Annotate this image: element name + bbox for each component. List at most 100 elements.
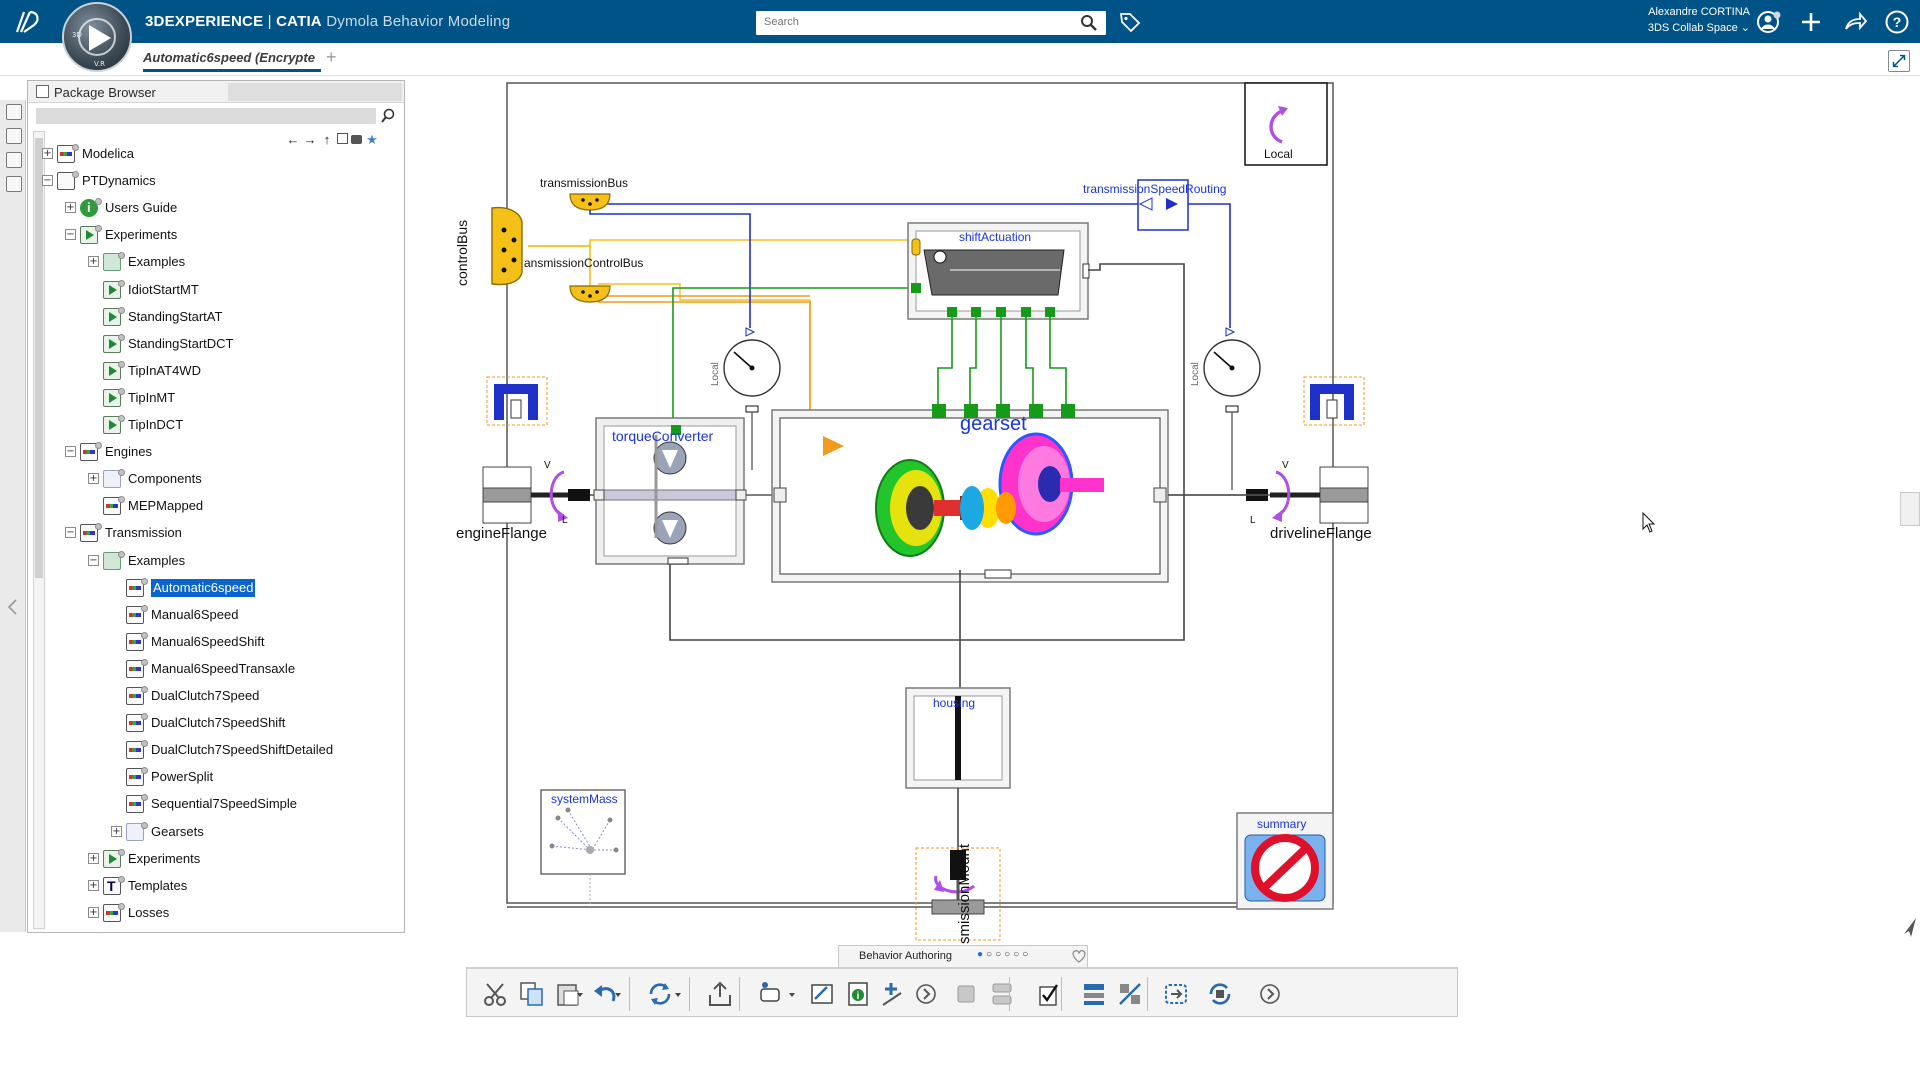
library-icon[interactable] bbox=[351, 135, 362, 144]
right-panel-toggle[interactable] bbox=[1900, 492, 1920, 526]
transmission-mount-body[interactable] bbox=[950, 850, 966, 880]
system-mass-block[interactable] bbox=[540, 789, 626, 875]
split-icon[interactable] bbox=[987, 979, 1017, 1009]
share-icon[interactable] bbox=[705, 979, 735, 1009]
scrollbar-thumb[interactable] bbox=[35, 138, 43, 578]
user-info[interactable]: Alexandre CORTINA 3DS Collab Space ⌄ bbox=[1620, 4, 1750, 36]
compare-icon[interactable] bbox=[1115, 979, 1145, 1009]
check-icon[interactable] bbox=[1033, 979, 1063, 1009]
home-icon[interactable] bbox=[337, 133, 348, 144]
package-browser-title: Package Browser bbox=[54, 85, 156, 100]
simulate-icon[interactable] bbox=[1079, 979, 1109, 1009]
wire-blue-3 bbox=[1178, 203, 1231, 328]
share-icon[interactable] bbox=[1842, 9, 1868, 35]
tree-item-label: DualClutch7SpeedShift bbox=[151, 715, 286, 731]
back-icon[interactable]: ← bbox=[286, 132, 300, 147]
insert-component-icon[interactable] bbox=[755, 979, 785, 1009]
lock-icon bbox=[118, 333, 125, 341]
search-bar[interactable] bbox=[756, 11, 1106, 35]
workbench-selector[interactable]: Behavior Authoring ●○○○○○ bbox=[838, 945, 1088, 967]
driveline-mount-icon[interactable] bbox=[1310, 384, 1354, 420]
wire-yellow-2 bbox=[528, 245, 591, 296]
speed-sensor-left[interactable] bbox=[723, 327, 781, 470]
expand-icon[interactable]: + bbox=[88, 879, 99, 891]
copy-icon[interactable] bbox=[517, 979, 547, 1009]
paste-icon[interactable] bbox=[553, 979, 583, 1009]
search-input[interactable] bbox=[764, 11, 1074, 33]
tab-automatic6speed[interactable]: Automatic6speed (Encrypte bbox=[143, 50, 321, 72]
lock-icon bbox=[141, 713, 148, 721]
scissors-icon[interactable] bbox=[481, 979, 511, 1009]
local-box[interactable] bbox=[1244, 82, 1328, 166]
package-filter-input[interactable] bbox=[36, 108, 376, 124]
wire-blue-2 bbox=[589, 198, 1138, 205]
dropdown-arrow-icon[interactable] bbox=[615, 993, 621, 997]
forward-icon[interactable]: → bbox=[303, 132, 317, 147]
engine-l-label: L bbox=[562, 515, 568, 526]
collab-space-selector[interactable]: 3DS Collab Space ⌄ bbox=[1620, 20, 1750, 36]
user-avatar-icon[interactable] bbox=[1756, 9, 1782, 35]
dropdown-arrow-icon[interactable] bbox=[675, 993, 681, 997]
options-icon[interactable] bbox=[1161, 979, 1191, 1009]
engine-mount-icon[interactable] bbox=[494, 384, 538, 420]
collapse-icon[interactable]: − bbox=[65, 446, 76, 458]
info-doc-icon[interactable]: i bbox=[843, 979, 873, 1009]
package-scrollbar[interactable] bbox=[33, 131, 45, 929]
heart-icon[interactable] bbox=[1070, 947, 1088, 965]
dropdown-arrow-icon[interactable] bbox=[789, 993, 795, 997]
section-dots[interactable]: ●○○○○○ bbox=[977, 949, 1032, 960]
compass-widget[interactable]: 3D V.R bbox=[62, 2, 132, 72]
collapse-icon[interactable]: − bbox=[65, 527, 76, 539]
new-tab-button[interactable]: + bbox=[326, 47, 337, 67]
collapse-icon[interactable]: − bbox=[88, 554, 99, 566]
collapse-icon[interactable]: − bbox=[65, 229, 76, 241]
next-icon[interactable] bbox=[1255, 979, 1285, 1009]
expand-icon[interactable]: + bbox=[111, 825, 122, 837]
refresh-icon[interactable] bbox=[645, 979, 675, 1009]
collapse-icon[interactable]: − bbox=[42, 175, 53, 187]
play-icon[interactable] bbox=[89, 25, 111, 51]
diagram-canvas[interactable]: Local controlBus transmissionBus ansmiss… bbox=[440, 80, 1440, 944]
engine-flange-label: engineFlange bbox=[456, 525, 547, 542]
brand-prefix: 3DEXPERIENCE bbox=[145, 13, 264, 30]
rail-tree-button[interactable] bbox=[6, 104, 22, 120]
add-connector-icon[interactable] bbox=[877, 979, 907, 1009]
expand-icon[interactable]: + bbox=[88, 473, 99, 485]
lock-icon bbox=[118, 875, 125, 883]
pointer-corner-icon[interactable] bbox=[1902, 916, 1918, 938]
expand-icon[interactable]: + bbox=[42, 148, 53, 159]
driveline-flange-shaft[interactable] bbox=[1160, 466, 1369, 524]
expand-icon[interactable]: + bbox=[88, 852, 99, 864]
model-icon bbox=[126, 741, 144, 760]
expand-icon[interactable]: + bbox=[88, 256, 99, 268]
favorite-icon[interactable]: ★ bbox=[366, 132, 378, 147]
update-icon[interactable] bbox=[1205, 979, 1235, 1009]
add-icon[interactable] bbox=[1798, 9, 1824, 35]
transmission-bus-connector[interactable] bbox=[569, 193, 611, 211]
undo-icon[interactable] bbox=[591, 979, 621, 1009]
up-icon[interactable]: ↑ bbox=[323, 132, 331, 147]
chevron-down-icon: ⌄ bbox=[1740, 22, 1750, 34]
rail-diagram-button[interactable] bbox=[6, 152, 22, 168]
square-icon[interactable] bbox=[951, 979, 981, 1009]
tag-icon[interactable] bbox=[1118, 10, 1142, 34]
transmission-control-bus-connector[interactable] bbox=[569, 285, 611, 303]
tree-item-label: Experiments bbox=[128, 850, 201, 866]
chevron-left-icon[interactable] bbox=[6, 598, 20, 616]
fullscreen-icon[interactable] bbox=[1888, 50, 1910, 72]
rail-library-button[interactable] bbox=[6, 128, 22, 144]
edit-model-icon[interactable] bbox=[807, 979, 837, 1009]
control-bus-connector[interactable] bbox=[491, 206, 523, 286]
expand-icon[interactable]: + bbox=[65, 202, 76, 214]
dropdown-arrow-icon[interactable] bbox=[577, 993, 583, 997]
search-icon[interactable] bbox=[1080, 14, 1098, 32]
more-icon[interactable] bbox=[911, 979, 941, 1009]
magnifier-icon[interactable] bbox=[380, 107, 396, 125]
toolbar-separator bbox=[1009, 977, 1010, 1011]
speed-sensor-right[interactable] bbox=[1203, 327, 1261, 490]
toolbar-separator bbox=[689, 977, 690, 1011]
rail-view-button[interactable] bbox=[6, 176, 22, 192]
expand-icon[interactable]: + bbox=[88, 906, 99, 918]
help-icon[interactable]: ? bbox=[1884, 9, 1910, 35]
dassault-logo-icon[interactable] bbox=[14, 8, 44, 36]
